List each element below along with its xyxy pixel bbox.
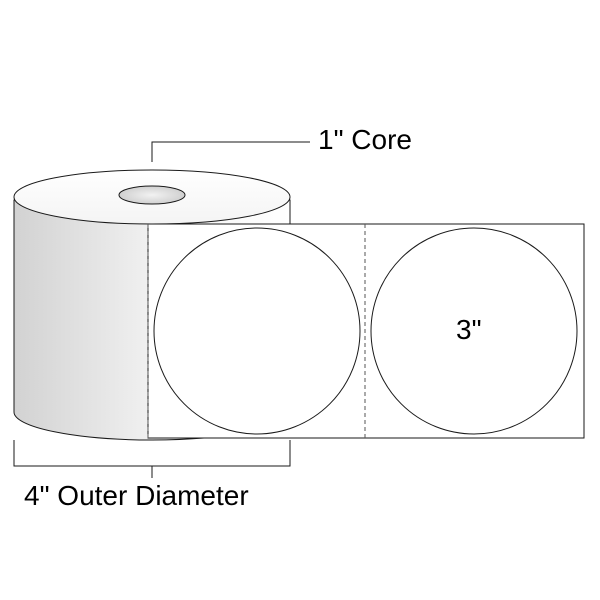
label-size-label: 3" bbox=[456, 314, 482, 345]
core-callout-line bbox=[151, 141, 310, 162]
outer-diameter-bracket bbox=[13, 440, 291, 467]
circle-label-2 bbox=[370, 227, 578, 435]
circle-label-1 bbox=[153, 227, 361, 435]
roll-core bbox=[118, 185, 186, 205]
label-strip bbox=[147, 223, 585, 439]
outer-diameter-label: 4" Outer Diameter bbox=[24, 480, 249, 511]
core-label: 1" Core bbox=[318, 124, 412, 155]
